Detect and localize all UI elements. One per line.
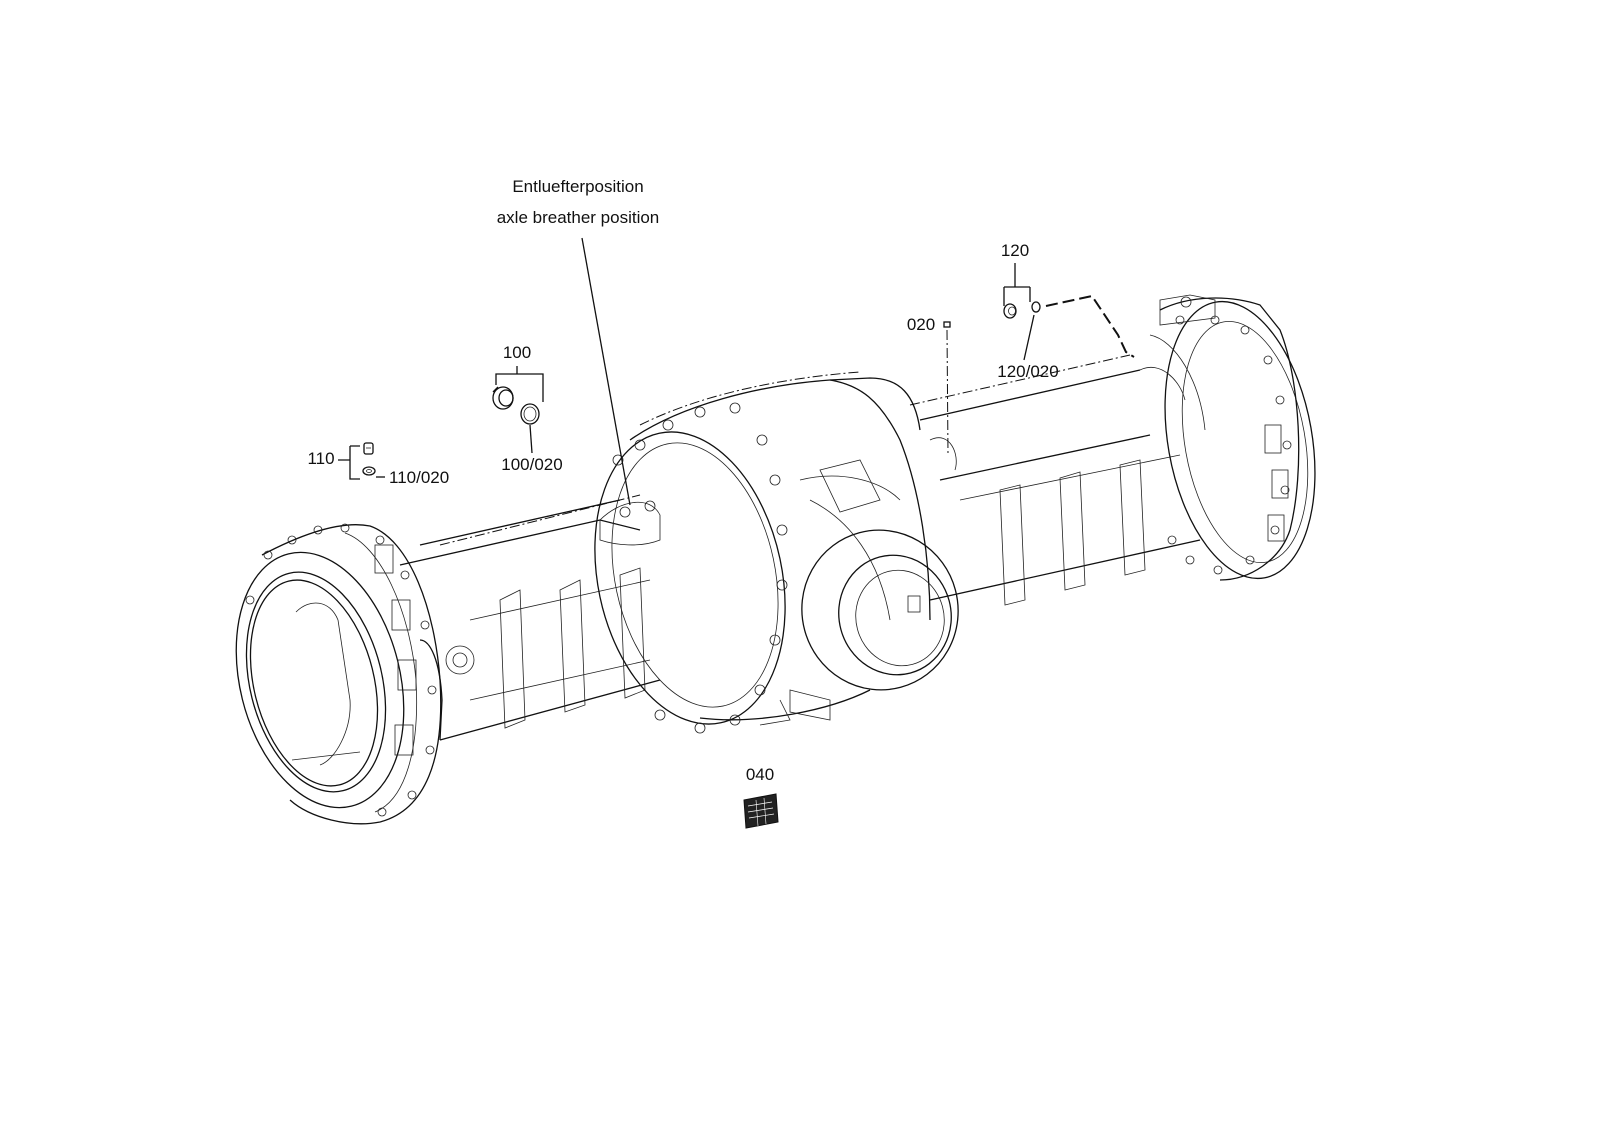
- breather-callout: Entluefterposition axle breather positio…: [497, 177, 660, 506]
- left-flange: [235, 523, 442, 825]
- part-120-020-number: 120/020: [997, 362, 1058, 381]
- part-100-plug-icon: [492, 386, 514, 410]
- part-110-plug-icon: [363, 442, 374, 455]
- part-110-callout: 110 110/020: [307, 442, 449, 487]
- part-120-washer-icon: [1031, 301, 1041, 313]
- right-axle-tube: [909, 354, 1201, 606]
- right-flange: [1139, 294, 1316, 581]
- part-040-number: 040: [746, 765, 774, 784]
- part-100-callout: 100 100/020: [492, 343, 563, 474]
- breather-leader-line: [581, 237, 631, 506]
- part-040-callout: 040: [743, 765, 779, 829]
- part-100-020-number: 100/020: [501, 455, 562, 474]
- part-020-callout: 020: [907, 315, 951, 456]
- part-110-020-number: 110/020: [389, 468, 449, 487]
- part-120-callout: 120 120/020: [997, 241, 1135, 381]
- left-axle-tube: [399, 494, 661, 741]
- part-040-nameplate-icon: [743, 793, 779, 829]
- part-100-seal-ring-icon: [520, 403, 540, 425]
- part-100-number: 100: [503, 343, 531, 362]
- part-120-plug-icon: [1003, 303, 1017, 319]
- center-housing: [594, 371, 959, 734]
- breather-label-de: Entluefterposition: [512, 177, 643, 196]
- part-110-washer-icon: [362, 466, 376, 476]
- part-020-plug-icon: [943, 321, 951, 328]
- part-120-number: 120: [1001, 241, 1029, 260]
- part-020-number: 020: [907, 315, 935, 334]
- axle-housing: [235, 294, 1316, 825]
- breather-label-en: axle breather position: [497, 208, 660, 227]
- part-110-number: 110: [307, 449, 334, 468]
- part-120-installation-line: [1045, 294, 1135, 358]
